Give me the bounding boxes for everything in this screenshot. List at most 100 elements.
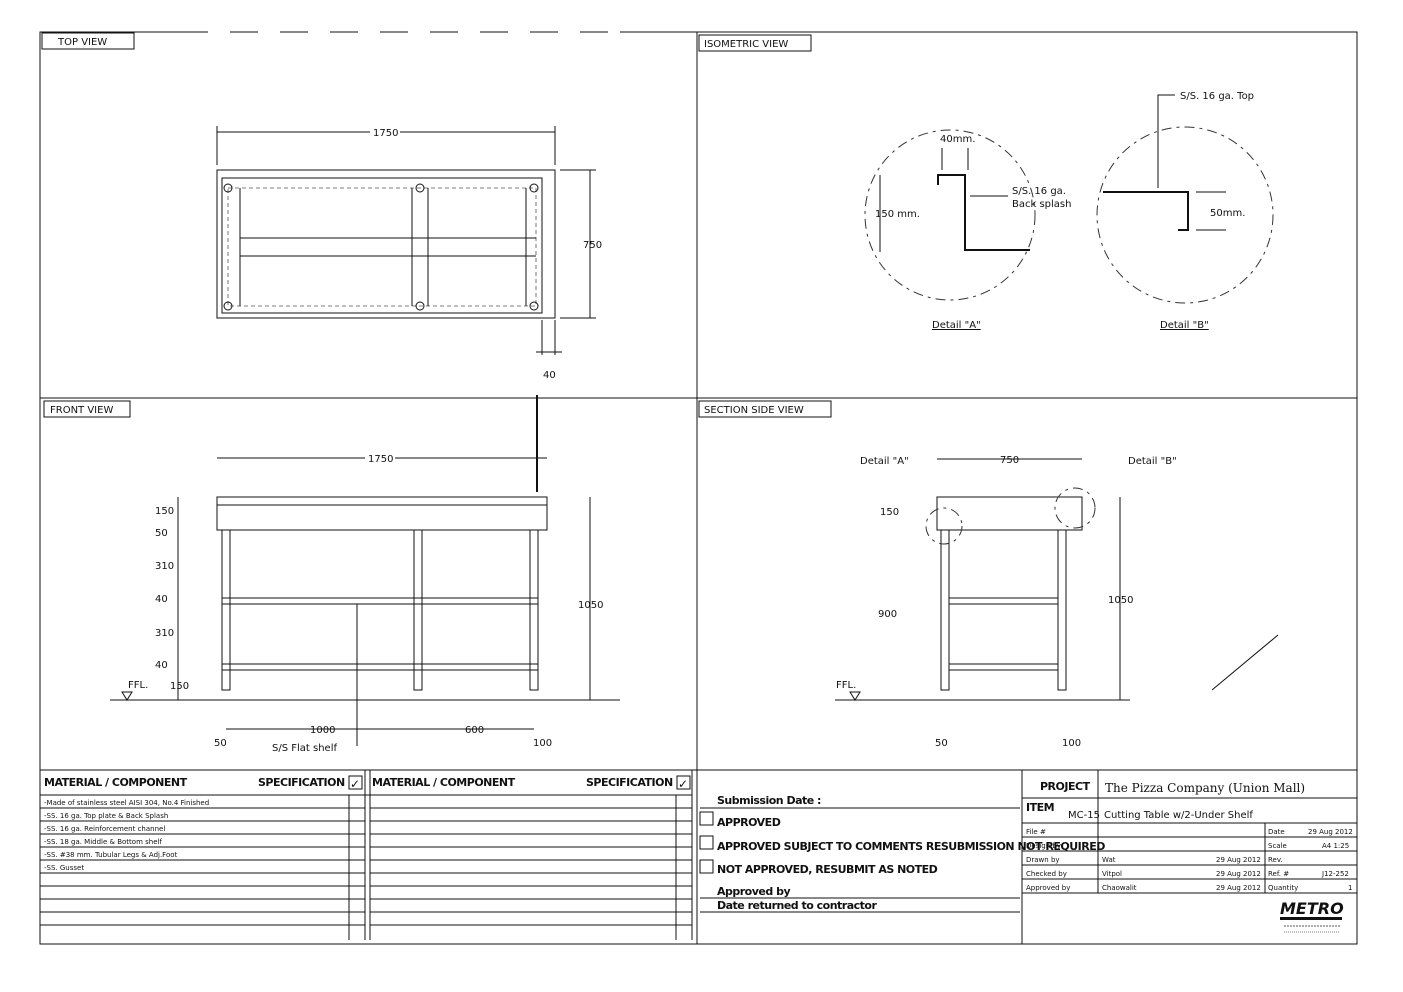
dim-label: 50: [214, 738, 227, 749]
meta-value: J12-252: [1321, 870, 1349, 878]
meta-rows: Date 29 Aug 2012 Scale A4 1:25 Rev. Ref.…: [1268, 828, 1353, 892]
dim-label: 40: [155, 594, 168, 605]
section-side-view: SECTION SIDE VIEW FFL. 750 Detail "A" De…: [698, 400, 1279, 749]
row-date: 29 Aug 2012: [1216, 870, 1261, 878]
column-header: MATERIAL / COMPONENT: [44, 776, 188, 789]
dim-label: 150: [170, 681, 189, 692]
dim-label: 40mm.: [940, 134, 975, 145]
check-mark-icon: ✓: [678, 777, 688, 791]
check-box[interactable]: [348, 775, 363, 790]
meta-label: Quantity: [1268, 884, 1298, 892]
material-row: -SS. Gusset: [44, 864, 84, 872]
dim-label: 100: [533, 738, 552, 749]
column-header: SPECIFICATION: [586, 776, 673, 789]
view-label: ISOMETRIC VIEW: [704, 39, 788, 50]
dim-label: 310: [155, 561, 174, 572]
top-view: TOP VIEW 1750 750 40: [41, 32, 602, 381]
material-row: -SS. 16 ga. Top plate & Back Splash: [44, 812, 168, 820]
dim-label: 50mm.: [1210, 208, 1245, 219]
view-label: FRONT VIEW: [50, 405, 113, 416]
row-label: File #: [1026, 828, 1046, 836]
column-header: MATERIAL / COMPONENT: [372, 776, 516, 789]
dim-width: 750: [583, 240, 602, 251]
column-header: SPECIFICATION: [258, 776, 345, 789]
dim-label: 50: [935, 738, 948, 749]
item-code: MC-15: [1068, 810, 1100, 821]
row-name: Vitpol: [1102, 870, 1122, 878]
dim-label: 150: [155, 506, 174, 517]
dim-label: 150: [880, 507, 899, 518]
not-approved-checkbox[interactable]: [699, 859, 714, 874]
dim-label: 600: [465, 725, 484, 736]
material-row: -Made of stainless steel AISI 304, No.4 …: [44, 799, 209, 807]
dim-height: 1050: [578, 600, 603, 611]
meta-label: Ref. #: [1268, 870, 1289, 878]
row-name: Wat: [1102, 856, 1116, 864]
date-returned-label: Date returned to contractor: [717, 899, 877, 912]
approved-comments-label: APPROVED SUBJECT TO COMMENTS RESUBMISSIO…: [717, 840, 1105, 853]
row-label: Design by: [1026, 842, 1061, 850]
project-label: PROJECT: [1040, 780, 1091, 793]
title-block: PROJECT The Pizza Company (Union Mall) I…: [1022, 770, 1357, 933]
metro-logo: METRO: [1280, 899, 1344, 918]
note: Back splash: [1012, 199, 1071, 210]
dim-label: 150 mm.: [875, 209, 920, 220]
dim-length: 1750: [368, 454, 393, 465]
row-date: 29 Aug 2012: [1216, 856, 1261, 864]
dim-label: 900: [878, 609, 897, 620]
row-date: 29 Aug 2012: [1216, 884, 1261, 892]
detail-caption: Detail "A": [932, 320, 981, 331]
vertical-dims: 150 50 310 40 310 40 150: [155, 506, 189, 692]
meta-label: Rev.: [1268, 856, 1283, 864]
dim-label: 1000: [310, 725, 335, 736]
approved-checkbox[interactable]: [699, 811, 714, 826]
detail-a-callout: Detail "A": [860, 456, 909, 467]
project-name: The Pizza Company (Union Mall): [1105, 781, 1305, 795]
dim-offset: 40: [543, 370, 556, 381]
dim-label: 310: [155, 628, 174, 639]
not-approved-label: NOT APPROVED, RESUBMIT AS NOTED: [717, 863, 938, 876]
row-label: Drawn by: [1026, 856, 1060, 864]
approved-comments-checkbox[interactable]: [699, 835, 714, 850]
dim-label: 100: [1062, 738, 1081, 749]
approved-label: APPROVED: [717, 816, 781, 829]
row-name: Chaowalit: [1102, 884, 1137, 892]
check-box[interactable]: [676, 775, 691, 790]
detail-caption: Detail "B": [1160, 320, 1209, 331]
meta-label: Scale: [1268, 842, 1287, 850]
approved-by-label: Approved by: [717, 885, 790, 898]
item-name: Cutting Table w/2-Under Shelf: [1104, 810, 1253, 821]
dim-length: 1750: [373, 128, 398, 139]
meta-value: 1: [1348, 884, 1352, 892]
view-label: SECTION SIDE VIEW: [704, 405, 804, 416]
frame: [39, 30, 1358, 945]
dim-length: 750: [1000, 455, 1019, 466]
ffl-label: FFL.: [836, 680, 856, 691]
meta-value: 29 Aug 2012: [1308, 828, 1353, 836]
note: S/S. 16 ga. Top: [1180, 91, 1254, 102]
materials-table-left: MATERIAL / COMPONENT SPECIFICATION ✓ MAT…: [40, 770, 693, 940]
view-label: TOP VIEW: [57, 37, 107, 48]
title-rows: File # Design by Drawn by Wat 29 Aug 201…: [1026, 828, 1261, 892]
isometric-view: ISOMETRIC VIEW 40mm. 150 mm. S/S. 16 ga.…: [698, 34, 1274, 331]
dim-label: 40: [155, 660, 168, 671]
meta-value: A4 1:25: [1322, 842, 1349, 850]
detail-b-callout: Detail "B": [1128, 456, 1177, 467]
submission-block: Submission Date : APPROVED APPROVED SUBJ…: [699, 770, 1106, 944]
material-row: -SS. 18 ga. Middle & Bottom shelf: [44, 838, 162, 846]
dim-label: 50: [155, 528, 168, 539]
note: S/S. 16 ga.: [1012, 186, 1066, 197]
row-label: Approved by: [1026, 884, 1070, 892]
meta-label: Date: [1268, 828, 1285, 836]
row-label: Checked by: [1026, 870, 1067, 878]
front-view: FRONT VIEW FFL. 150 50 310 40 310 40 150…: [43, 395, 620, 754]
check-mark-icon: ✓: [350, 777, 360, 791]
material-row: -SS. #38 mm. Tubular Legs & Adj.Foot: [44, 851, 178, 859]
submission-date-label: Submission Date :: [717, 794, 821, 807]
shelf-note: S/S Flat shelf: [272, 743, 337, 754]
material-row: -SS. 16 ga. Reinforcement channel: [44, 825, 165, 833]
item-label: ITEM: [1026, 801, 1054, 814]
dim-label: 1050: [1108, 595, 1133, 606]
